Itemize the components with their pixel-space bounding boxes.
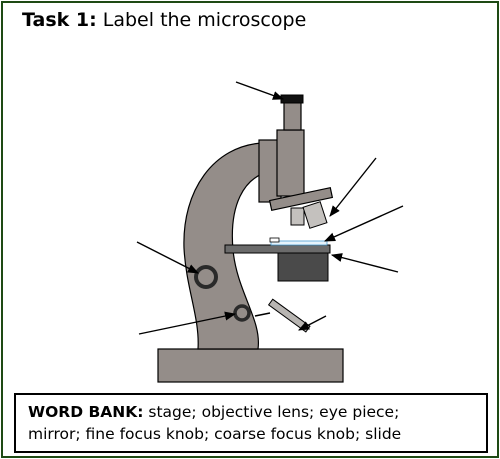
arrow-condenser bbox=[330, 253, 399, 273]
body-tube bbox=[276, 129, 305, 197]
objective-lens-long bbox=[302, 201, 328, 229]
task-label: Task 1: bbox=[22, 9, 97, 31]
word-bank-terms-1: stage; objective lens; eye piece; bbox=[148, 403, 400, 421]
arrow-eyepiece bbox=[235, 81, 285, 100]
arrow-slide bbox=[323, 205, 404, 242]
mirror-arm bbox=[254, 312, 271, 317]
arrow-coarse-focus-knob bbox=[136, 241, 199, 274]
fine-focus-knob bbox=[233, 304, 251, 322]
stage-clip bbox=[269, 237, 280, 243]
microscope-base bbox=[157, 348, 344, 383]
objective-lens-short bbox=[290, 207, 305, 226]
stage bbox=[224, 244, 331, 254]
task-title-text: Label the microscope bbox=[102, 9, 307, 31]
coarse-focus-knob bbox=[194, 265, 218, 289]
arrow-mirror bbox=[298, 315, 327, 331]
slide bbox=[270, 240, 328, 246]
condenser bbox=[277, 252, 329, 282]
arrow-fine-focus-knob bbox=[138, 311, 237, 335]
word-bank-line-1: WORD BANK: stage; objective lens; eye pi… bbox=[28, 401, 476, 423]
word-bank-terms-2: mirror; fine focus knob; coarse focus kn… bbox=[28, 425, 402, 443]
eyepiece bbox=[283, 98, 302, 131]
arrow-objective-lens bbox=[329, 157, 377, 217]
word-bank-heading: WORD BANK: bbox=[28, 403, 144, 421]
word-bank: WORD BANK: stage; objective lens; eye pi… bbox=[14, 393, 488, 453]
task-title: Task 1: Label the microscope bbox=[22, 9, 306, 31]
nosepiece bbox=[268, 186, 334, 212]
eyepiece-cap bbox=[280, 94, 304, 104]
